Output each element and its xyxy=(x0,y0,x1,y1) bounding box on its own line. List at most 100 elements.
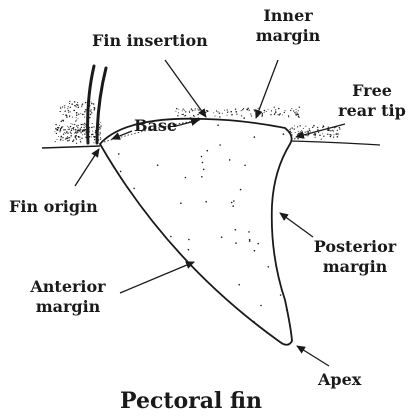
stipple-dot xyxy=(182,114,183,115)
stipple-dot xyxy=(66,131,67,132)
stipple-dot xyxy=(70,126,71,127)
fin-stipple-dot xyxy=(232,205,234,207)
stipple-dot xyxy=(213,112,214,113)
fin-stipple-dot xyxy=(201,176,203,178)
stipple-dot xyxy=(291,108,292,109)
stipple-dot xyxy=(85,102,86,103)
stipple-dot xyxy=(189,112,190,113)
stipple-dot xyxy=(67,138,69,140)
stipple-dot xyxy=(296,112,297,113)
fin-stipple-dot xyxy=(283,133,285,135)
stipple-dot xyxy=(279,113,280,114)
stipple-dot xyxy=(336,133,338,135)
stipple-dot xyxy=(100,137,101,138)
stipple-dot xyxy=(323,125,324,126)
stipple-dot xyxy=(290,110,291,111)
stipple-dot xyxy=(217,111,218,112)
stipple-dot xyxy=(69,103,70,104)
stipple-dot xyxy=(327,130,328,131)
stipple-dot xyxy=(227,112,228,113)
stipple-dot xyxy=(254,110,255,111)
stipple-dot xyxy=(298,133,300,135)
fin-stipple-dot xyxy=(201,156,203,158)
stipple-dot xyxy=(91,103,92,104)
stipple-dot xyxy=(222,113,223,114)
stipple-dot xyxy=(231,114,233,116)
label-posterior-margin-line1: Posterior xyxy=(310,237,400,257)
stipple-dot xyxy=(249,110,250,111)
stipple-dot xyxy=(191,108,193,110)
stipple-dot xyxy=(330,136,331,137)
fin-stipple-dot xyxy=(286,309,288,311)
stipple-dot xyxy=(73,129,74,130)
stipple-dot xyxy=(74,105,76,107)
stipple-dot xyxy=(78,118,79,119)
fin-stipple-dot xyxy=(229,159,231,161)
stipple-dot xyxy=(63,133,64,134)
fin-stipple-dot xyxy=(188,249,190,251)
stipple-dot xyxy=(76,126,77,127)
stipple-dot xyxy=(58,127,59,128)
stipple-dot xyxy=(226,115,227,116)
stipple-dot xyxy=(69,137,70,138)
stipple-dot xyxy=(60,107,61,108)
stipple-dot xyxy=(251,115,252,116)
stipple-dot xyxy=(254,109,255,110)
label-anterior-margin-line1: Anterior xyxy=(24,277,112,297)
stipple-dot xyxy=(77,127,78,128)
fin-stipple-dot xyxy=(157,164,159,166)
stipple-dot xyxy=(300,131,301,132)
stipple-dot xyxy=(67,136,68,137)
stipple-dot xyxy=(66,115,67,116)
stipple-dot xyxy=(60,108,61,109)
stipple-dot xyxy=(80,129,81,130)
stipple-dot xyxy=(71,103,73,105)
stipple-dot xyxy=(298,131,299,132)
stipple-dot xyxy=(64,107,65,108)
stipple-dot xyxy=(56,128,57,129)
stipple-dot xyxy=(296,109,297,110)
stipple-dot xyxy=(89,117,90,118)
stipple-dot xyxy=(72,124,73,125)
stipple-dot xyxy=(73,110,74,111)
label-posterior-margin: Posterior margin xyxy=(310,237,400,277)
stipple-dot xyxy=(76,117,77,118)
stipple-dot xyxy=(62,137,63,138)
stipple-dot xyxy=(76,106,77,107)
fin-stipple-dot xyxy=(249,239,251,241)
stipple-dot xyxy=(227,109,228,110)
stipple-dot xyxy=(70,135,71,136)
stipple-dot xyxy=(78,136,79,137)
stipple-dot xyxy=(99,134,100,135)
fin-stipple-dot xyxy=(207,150,209,152)
label-inner-margin-line1: Inner xyxy=(248,6,328,26)
stipple-dot xyxy=(74,133,75,134)
stipple-dot xyxy=(264,112,265,113)
stipple-dot xyxy=(100,133,101,134)
stipple-dot xyxy=(60,111,61,112)
arrow-fin-insertion xyxy=(165,60,206,117)
stipple-dot xyxy=(82,131,84,133)
stipple-dot xyxy=(76,139,77,140)
stipple-dot xyxy=(59,125,60,126)
stipple-dot xyxy=(56,133,57,134)
stipple-dot xyxy=(80,132,81,133)
stipple-dot xyxy=(93,103,95,105)
stipple-dot xyxy=(67,126,68,127)
stipple-dot xyxy=(305,126,306,127)
arrow-anterior-margin xyxy=(120,262,194,293)
diagram-title: Pectoral fin xyxy=(120,388,262,414)
stipple-dot xyxy=(309,130,310,131)
stipple-dot xyxy=(93,107,94,108)
stipple-dot xyxy=(194,110,195,111)
stipple-dot xyxy=(300,133,301,134)
stipple-dot xyxy=(81,127,82,128)
stipple-dot xyxy=(177,115,178,116)
stipple-dot xyxy=(78,106,80,108)
fin-stipple-dot xyxy=(257,243,259,245)
stipple-dot xyxy=(79,137,80,138)
stipple-dot xyxy=(90,110,91,111)
stipple-dot xyxy=(78,114,79,115)
stipple-dot xyxy=(219,116,220,117)
fin-stipple-dot xyxy=(235,229,237,231)
